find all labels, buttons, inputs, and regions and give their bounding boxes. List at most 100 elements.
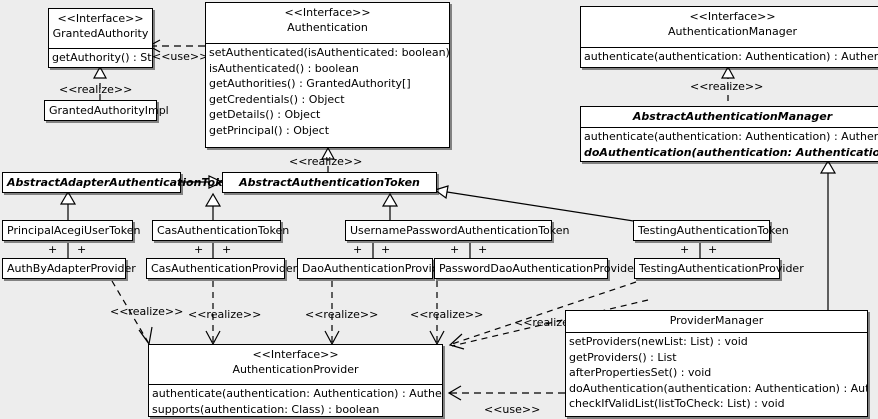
class-name: DaoAuthenticationProvider (302, 262, 450, 275)
class-box-testing-authentication-token[interactable]: TestingAuthenticationToken (633, 220, 789, 241)
class-box-username-password-authentication-token[interactable]: UsernamePasswordAuthenticationToken (345, 220, 570, 241)
compartment-divider (149, 384, 442, 385)
class-name: ProviderManager (669, 314, 764, 327)
class-members: getAuthority() : String (49, 49, 152, 67)
class-name: PasswordDaoAuthenticationProvider (439, 262, 639, 275)
class-name: AuthenticationManager (668, 25, 797, 38)
class-header: AuthByAdapterProvider (3, 259, 136, 278)
member-row: checkIfValidList(listToCheck: List) : vo… (569, 397, 785, 411)
association-marker-plus: + (222, 243, 232, 256)
relation-label-realize-granted-authority-impl: <<realize>> (59, 83, 133, 96)
relation-label-realize-abstract-authentication-token: <<realize>> (289, 155, 363, 168)
class-members: setAuthenticated(isAuthenticated: boolea… (206, 44, 449, 140)
class-name: CasAuthenticationToken (157, 224, 290, 237)
class-header: CasAuthenticationToken (153, 221, 290, 240)
member-row: getAuthority() : String (52, 51, 152, 64)
class-name: Authentication (287, 21, 368, 34)
class-header: GrantedAuthorityImpl (45, 101, 169, 120)
class-box-principal-acegi-user-token[interactable]: PrincipalAcegiUserToken (2, 220, 141, 241)
class-header: <<Interface>> AuthenticationProvider (149, 345, 442, 384)
member-row: setProviders(newList: List) : void (569, 335, 748, 348)
member-row: authenticate(authentication: Authenticat… (152, 387, 442, 400)
class-box-abstract-authentication-token[interactable]: AbstractAuthenticationToken (222, 172, 437, 193)
class-header: CasAuthenticationProvider (147, 259, 298, 278)
class-name: AuthenticationProvider (232, 363, 359, 376)
association-marker-plus: + (381, 243, 391, 256)
class-name: CasAuthenticationProvider (151, 262, 298, 275)
class-box-authentication-provider[interactable]: <<Interface>> AuthenticationProvider aut… (148, 344, 443, 417)
class-box-testing-authentication-provider[interactable]: TestingAuthenticationProvider (634, 258, 804, 279)
class-stereotype: <<Interface>> (252, 348, 339, 361)
class-stereotype: <<Interface>> (57, 12, 144, 25)
compartment-divider (581, 47, 878, 48)
member-row: getPrincipal() : Object (209, 123, 330, 137)
member-row: supports(authentication: Class) : boolea… (152, 402, 380, 416)
class-box-granted-authority[interactable]: <<Interface>> GrantedAuthority getAuthor… (48, 8, 153, 68)
association-marker-plus: + (680, 243, 690, 256)
class-name: UsernamePasswordAuthenticationToken (350, 224, 570, 237)
class-header: TestingAuthenticationToken (634, 221, 789, 240)
class-box-auth-by-adapter-provider[interactable]: AuthByAdapterProvider (2, 258, 136, 279)
relation-label-realize-dao-authentication-provider: <<realize>> (305, 308, 379, 321)
class-members: authenticate(authentication: Authenticat… (581, 128, 878, 161)
class-header: PasswordDaoAuthenticationProvider (435, 259, 639, 278)
class-name: GrantedAuthority (52, 27, 149, 40)
class-header: DaoAuthenticationProvider (298, 259, 450, 278)
compartment-divider (49, 48, 152, 49)
association-marker-plus: + (194, 243, 204, 256)
association-marker-plus: + (708, 243, 718, 256)
class-header: <<Interface>> AuthenticationManager (581, 7, 878, 47)
class-name: AuthByAdapterProvider (7, 262, 136, 275)
class-header: ProviderManager (566, 311, 867, 332)
class-box-password-dao-authentication-provider[interactable]: PasswordDaoAuthenticationProvider (434, 258, 639, 279)
member-row: getProviders() : List (569, 350, 677, 364)
class-box-dao-authentication-provider[interactable]: DaoAuthenticationProvider (297, 258, 450, 279)
relation-label-realize-abstract-authentication-manager: <<realize>> (690, 80, 764, 93)
member-row: getDetails() : Object (209, 108, 321, 122)
class-members: authenticate(authentication: Authenticat… (581, 48, 878, 66)
class-header: PrincipalAcegiUserToken (3, 221, 141, 240)
class-box-abstract-adapter-authentication-token[interactable]: AbstractAdapterAuthenticationToken (2, 172, 238, 193)
member-row: authenticate(authentication: Authenticat… (584, 130, 878, 143)
class-name: PrincipalAcegiUserToken (7, 224, 141, 237)
class-stereotype: <<Interface>> (284, 6, 371, 19)
class-box-abstract-authentication-manager[interactable]: AbstractAuthenticationManager authentica… (580, 106, 878, 162)
member-row: doAuthentication(authentication: Authent… (569, 381, 867, 395)
relation-label-realize-cas-authentication-provider: <<realize>> (188, 308, 262, 321)
class-box-cas-authentication-token[interactable]: CasAuthenticationToken (152, 220, 290, 241)
member-row: afterPropertiesSet() : void (569, 366, 712, 380)
class-stereotype: <<Interface>> (689, 10, 776, 23)
class-name: AbstractAuthenticationToken (239, 176, 420, 189)
class-header: <<Interface>> GrantedAuthority (49, 9, 152, 48)
class-box-provider-manager[interactable]: ProviderManager setProviders(newList: Li… (565, 310, 868, 417)
class-name: TestingAuthenticationToken (638, 224, 789, 237)
compartment-divider (566, 332, 867, 333)
compartment-divider (206, 43, 449, 44)
class-box-cas-authentication-provider[interactable]: CasAuthenticationProvider (146, 258, 298, 279)
class-box-authentication-manager[interactable]: <<Interface>> AuthenticationManager auth… (580, 6, 878, 68)
class-box-authentication[interactable]: <<Interface>> Authentication setAuthenti… (205, 2, 450, 148)
member-row: setAuthenticated(isAuthenticated: boolea… (209, 46, 449, 59)
class-name: AbstractAdapterAuthenticationToken (7, 176, 238, 189)
association-marker-plus: + (353, 243, 363, 256)
class-box-granted-authority-impl[interactable]: GrantedAuthorityImpl (44, 100, 169, 121)
relation-label-realize-password-dao-authentication-provider: <<realize>> (410, 308, 484, 321)
class-members: setProviders(newList: List) : void getPr… (566, 333, 867, 413)
member-row: doAuthentication(authentication: Authent… (584, 145, 878, 159)
class-name: TestingAuthenticationProvider (639, 262, 804, 275)
class-header: UsernamePasswordAuthenticationToken (346, 221, 570, 240)
relation-label-realize-auth-by-adapter-provider: <<realize>> (110, 305, 184, 318)
member-row: isAuthenticated() : boolean (209, 61, 359, 75)
class-name: GrantedAuthorityImpl (49, 104, 169, 117)
class-members: authenticate(authentication: Authenticat… (149, 385, 442, 418)
class-header: AbstractAuthenticationManager (581, 107, 878, 127)
association-marker-plus: + (478, 243, 488, 256)
class-name: AbstractAuthenticationManager (632, 110, 833, 123)
class-header: AbstractAuthenticationToken (223, 173, 436, 192)
member-row: getCredentials() : Object (209, 92, 345, 106)
relation-label-use-authentication-granted-authority: <<use>> (152, 50, 209, 63)
association-marker-plus: + (77, 243, 87, 256)
class-header: AbstractAdapterAuthenticationToken (3, 173, 238, 192)
member-row: getAuthorities() : GrantedAuthority[] (209, 77, 411, 91)
